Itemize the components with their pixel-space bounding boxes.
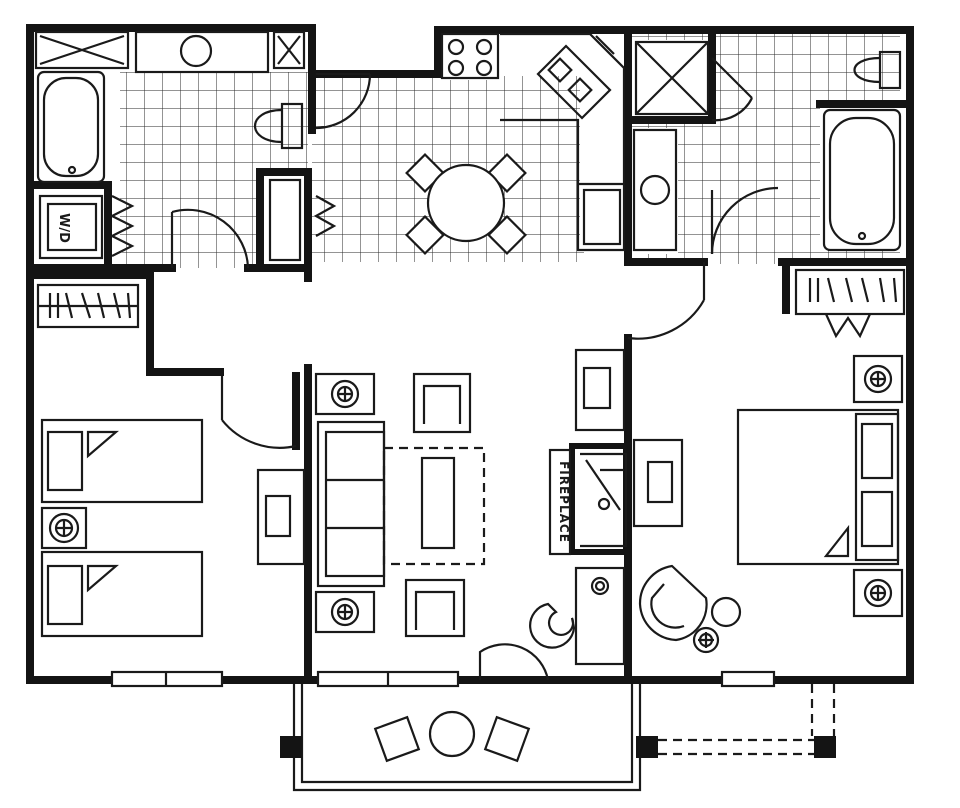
closets — [36, 268, 906, 339]
bathroom-left: W/D — [34, 30, 306, 260]
windows — [110, 670, 776, 688]
dining-table — [405, 153, 527, 255]
doors — [170, 57, 779, 681]
bathroom-right — [632, 40, 902, 252]
bedroom-right — [632, 354, 904, 654]
fireplace-label: FIREPLACE — [557, 461, 571, 543]
linen-closet — [268, 178, 337, 262]
bedroom-left — [40, 418, 306, 638]
balcony — [280, 684, 836, 792]
living-room: FIREPLACE — [314, 348, 629, 666]
kitchen — [440, 32, 626, 252]
washer-dryer-label: W/D — [56, 213, 71, 243]
